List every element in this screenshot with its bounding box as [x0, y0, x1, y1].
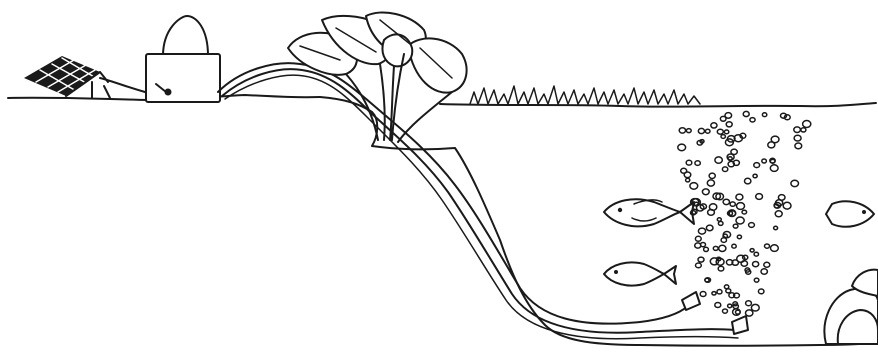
- bubble: [723, 309, 728, 313]
- bubble: [742, 210, 747, 214]
- bubble: [736, 217, 744, 224]
- bubble: [686, 160, 692, 165]
- bubble: [774, 226, 778, 229]
- fish-icon: [604, 199, 874, 285]
- bubble: [695, 236, 701, 241]
- bubble: [712, 292, 716, 295]
- bubble: [713, 246, 718, 250]
- bubble: [732, 244, 736, 248]
- bubble: [704, 247, 709, 251]
- bubble: [709, 173, 715, 178]
- bubble: [724, 130, 728, 134]
- bubble: [724, 285, 728, 289]
- bubble: [730, 202, 735, 206]
- bubble: [761, 269, 767, 274]
- bubble: [750, 249, 754, 252]
- bubble: [736, 310, 741, 314]
- bubble: [686, 129, 691, 133]
- bubble: [678, 144, 686, 151]
- bubble: [722, 167, 727, 172]
- bubble: [746, 301, 752, 306]
- bubble: [737, 203, 745, 210]
- bubble: [718, 266, 724, 271]
- bubble: [774, 204, 778, 208]
- bubble: [758, 289, 764, 294]
- bubble: [701, 243, 706, 247]
- bubble: [719, 245, 726, 251]
- bubble: [705, 129, 710, 133]
- bubble-icon: [678, 111, 811, 316]
- bubble: [702, 189, 709, 195]
- bubble: [721, 135, 725, 139]
- bubble: [754, 163, 760, 168]
- solar-panel-icon: [24, 56, 145, 98]
- bubble: [791, 180, 799, 186]
- bubble: [750, 118, 755, 122]
- bubble: [686, 178, 690, 182]
- bubble: [695, 161, 700, 166]
- bubble: [737, 235, 741, 239]
- bubble: [762, 159, 767, 163]
- bubble: [698, 228, 705, 234]
- bubble: [751, 304, 759, 311]
- bubble: [762, 113, 766, 117]
- bubble: [733, 224, 738, 228]
- bubble: [756, 194, 763, 200]
- bubble: [721, 238, 726, 243]
- bubble: [715, 303, 721, 308]
- bubble: [753, 174, 757, 178]
- bubble: [728, 304, 732, 308]
- bubble: [715, 157, 722, 163]
- bubble: [717, 290, 722, 294]
- bubble: [725, 113, 732, 119]
- bubble: [764, 262, 770, 267]
- bubble: [754, 278, 759, 282]
- bubble: [753, 262, 759, 267]
- bubble: [723, 199, 729, 204]
- bubble: [803, 121, 811, 128]
- bubble: [728, 157, 732, 161]
- bubble: [765, 244, 770, 248]
- rock-icon: [824, 270, 878, 344]
- bubble: [736, 194, 743, 200]
- air-pump-box-icon: [146, 16, 220, 102]
- bubble: [794, 135, 801, 141]
- bubble: [795, 143, 802, 149]
- bubble: [770, 165, 778, 172]
- bubble: [794, 127, 801, 133]
- bubble: [754, 252, 758, 256]
- bubble: [718, 221, 723, 225]
- bubble: [700, 292, 706, 297]
- bubble: [681, 168, 687, 173]
- bubble: [778, 195, 785, 201]
- bubble: [743, 111, 749, 116]
- bubble: [775, 211, 782, 217]
- bubble: [679, 128, 685, 133]
- bubble: [698, 257, 704, 262]
- bubble: [717, 129, 723, 134]
- bubble: [749, 223, 755, 228]
- bubble: [706, 225, 713, 231]
- bubble: [783, 202, 791, 209]
- bubble: [698, 128, 704, 133]
- bubble: [690, 183, 698, 190]
- bubble: [771, 245, 779, 252]
- bubble: [726, 122, 732, 127]
- bubble: [707, 180, 714, 186]
- bubble: [696, 263, 702, 268]
- bubble: [711, 123, 717, 128]
- bubble: [746, 310, 753, 316]
- bubble: [745, 178, 751, 184]
- bubble: [771, 136, 779, 143]
- grass-icon: [470, 86, 700, 104]
- bubble: [717, 218, 721, 221]
- bubble: [801, 128, 806, 132]
